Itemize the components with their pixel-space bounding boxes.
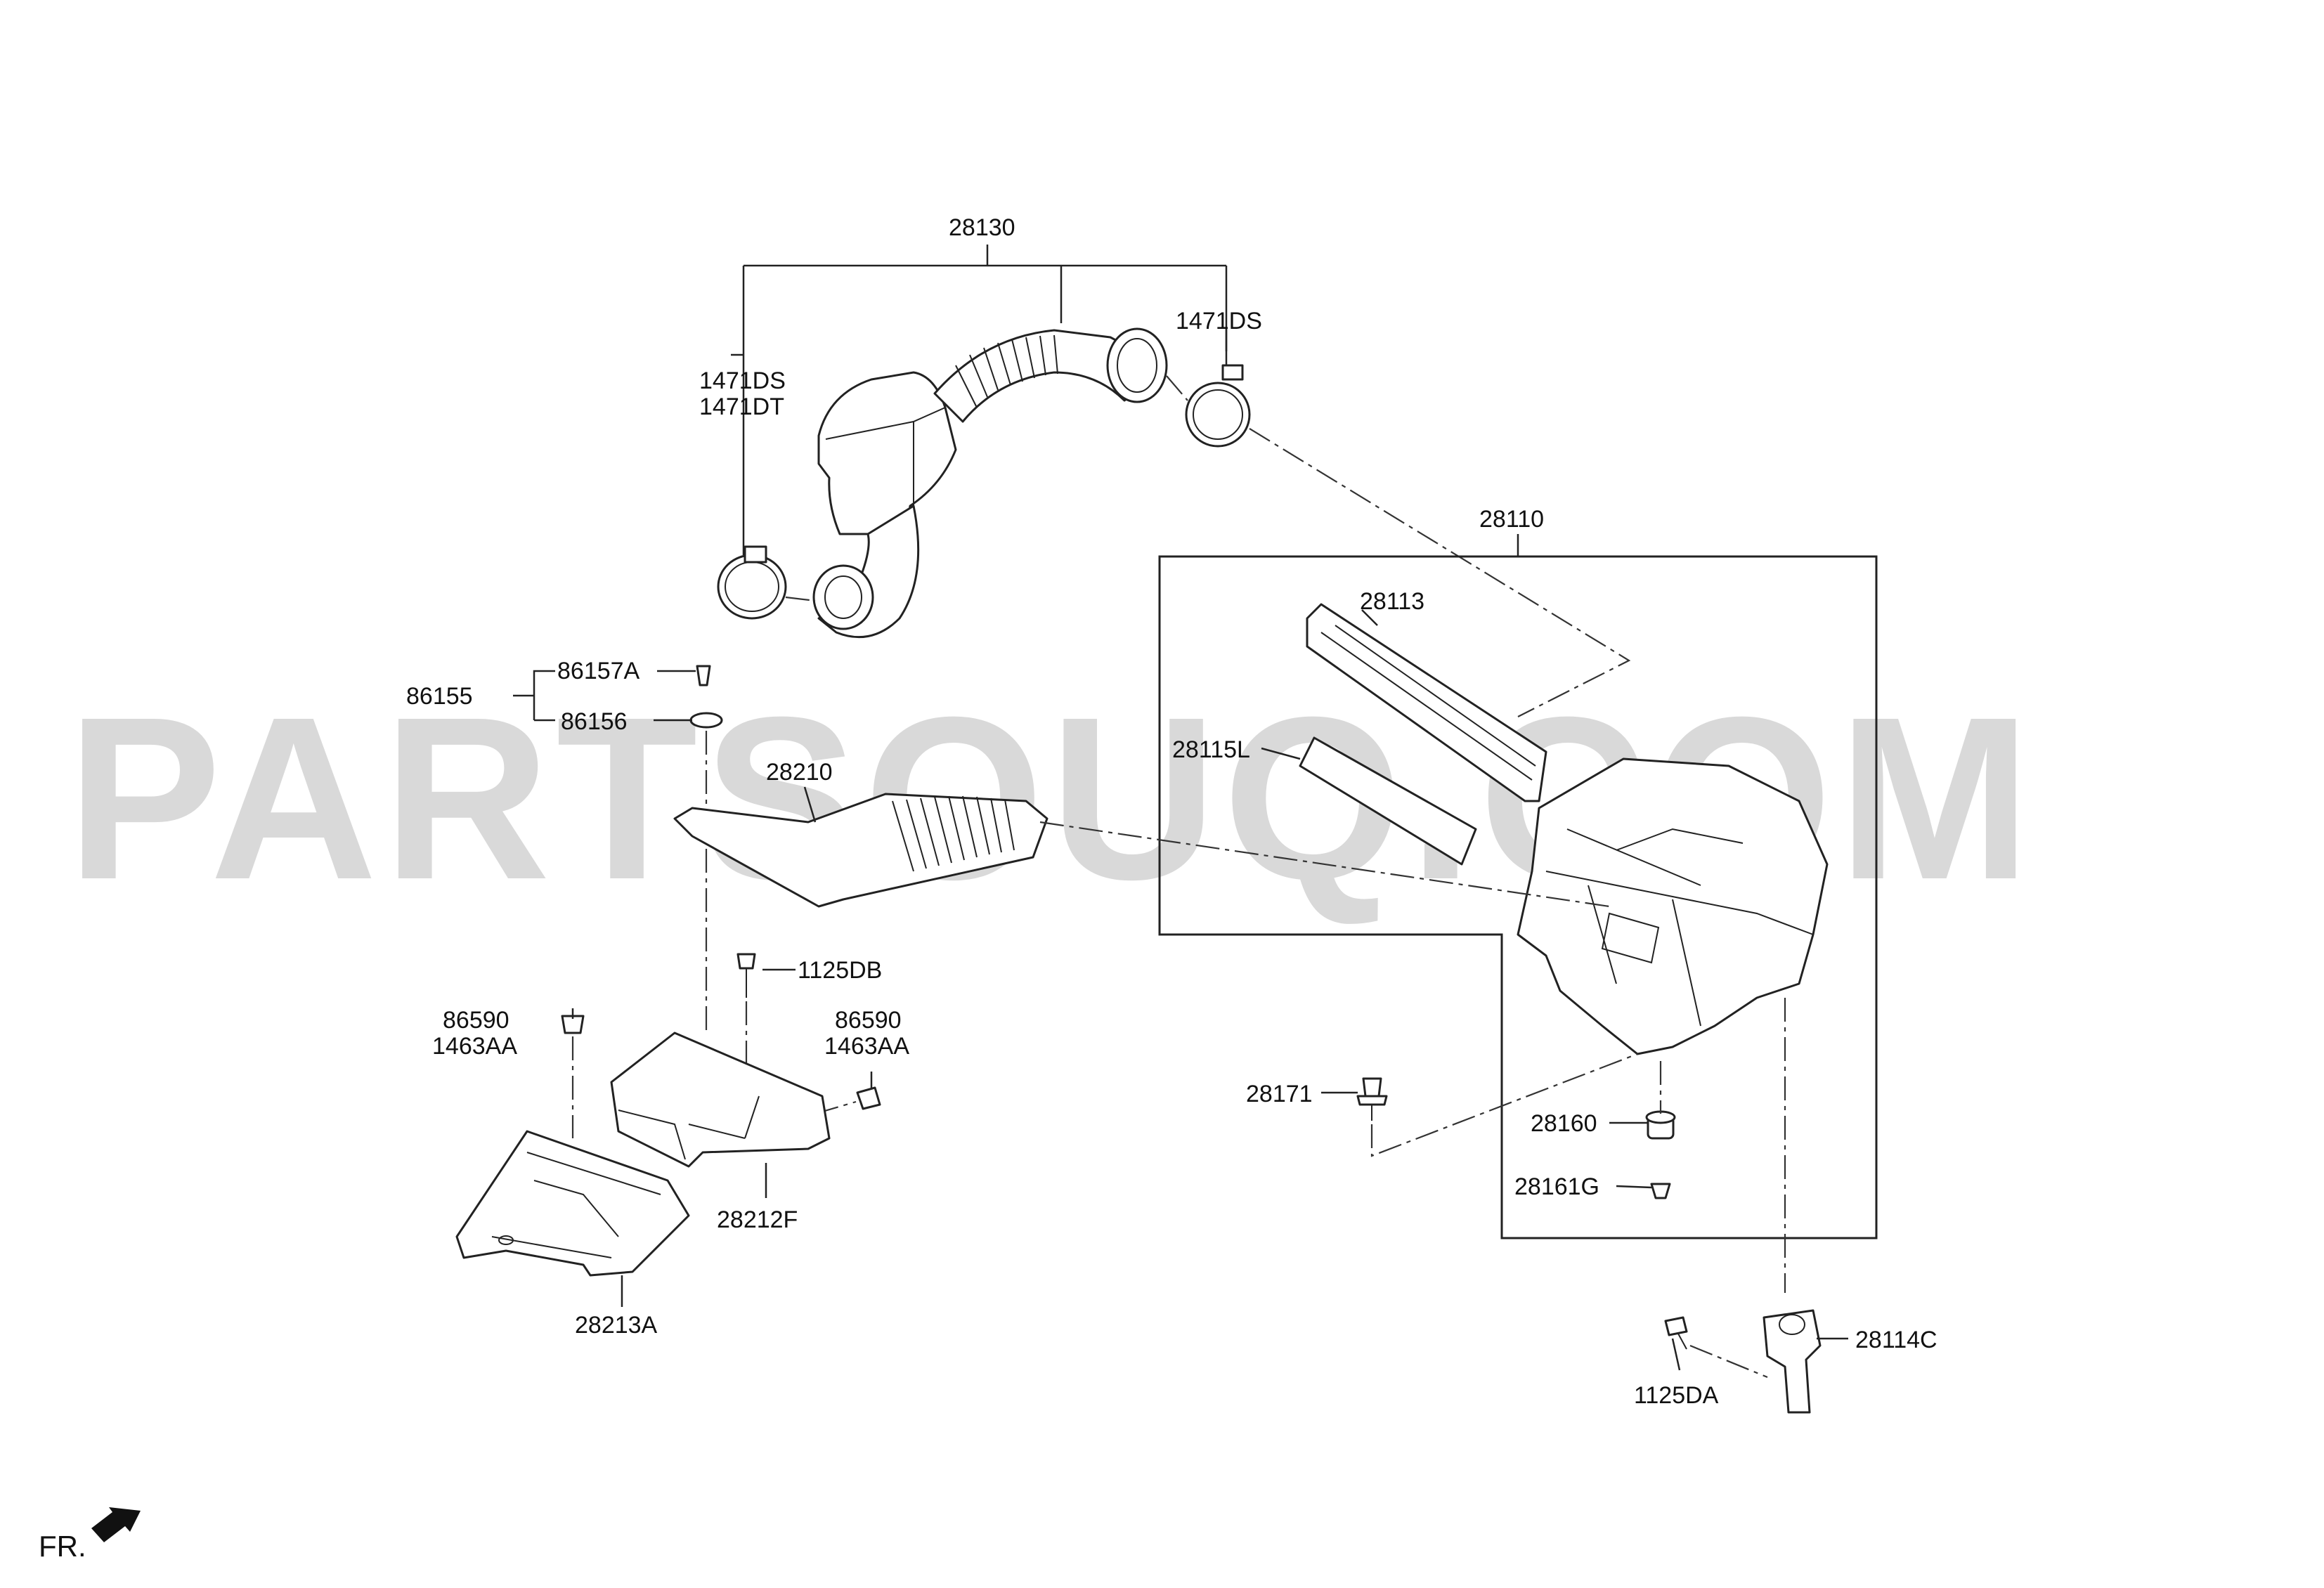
label-1463aa-right: 1463AA xyxy=(824,1033,909,1060)
leaders xyxy=(513,329,1848,1371)
label-28113: 28113 xyxy=(1360,588,1424,615)
label-1471ds-right: 1471DS xyxy=(1176,308,1262,334)
label-1471dt-left: 1471DT xyxy=(699,393,784,420)
duct-group xyxy=(455,665,1610,1277)
label-86590-right: 86590 xyxy=(835,1007,902,1034)
label-28213a: 28213A xyxy=(575,1312,658,1339)
label-86155: 86155 xyxy=(406,683,473,710)
label-1463aa-left: 1463AA xyxy=(432,1033,517,1060)
label-86590-left: 86590 xyxy=(443,1007,509,1034)
label-28160: 28160 xyxy=(1531,1110,1597,1137)
label-1125db: 1125DB xyxy=(798,957,882,984)
label-28110: 28110 xyxy=(1479,506,1544,533)
air-cleaner-group xyxy=(1158,534,1878,1293)
front-direction-marker: FR. xyxy=(39,1507,141,1563)
bolt-28171 xyxy=(1356,1053,1638,1157)
intake-hose-group xyxy=(717,245,1631,717)
label-86156: 86156 xyxy=(561,708,628,735)
label-28130: 28130 xyxy=(949,214,1015,241)
label-28115l: 28115L xyxy=(1172,736,1250,763)
label-28210: 28210 xyxy=(766,759,833,786)
label-28212f: 28212F xyxy=(717,1206,798,1233)
arrow-icon xyxy=(91,1507,141,1542)
label-86157a: 86157A xyxy=(557,658,640,684)
label-1125da: 1125DA xyxy=(1634,1382,1719,1409)
labels: 28130 1471DS 1471DS 1471DT 28110 28113 2… xyxy=(406,214,1937,1409)
bracket-28114c xyxy=(1664,1309,1822,1414)
label-28114c: 28114C xyxy=(1855,1327,1937,1353)
label-1471ds-left: 1471DS xyxy=(699,367,786,394)
label-28171: 28171 xyxy=(1246,1081,1313,1107)
label-28161g: 28161G xyxy=(1514,1173,1599,1200)
label-fr: FR. xyxy=(39,1530,86,1563)
